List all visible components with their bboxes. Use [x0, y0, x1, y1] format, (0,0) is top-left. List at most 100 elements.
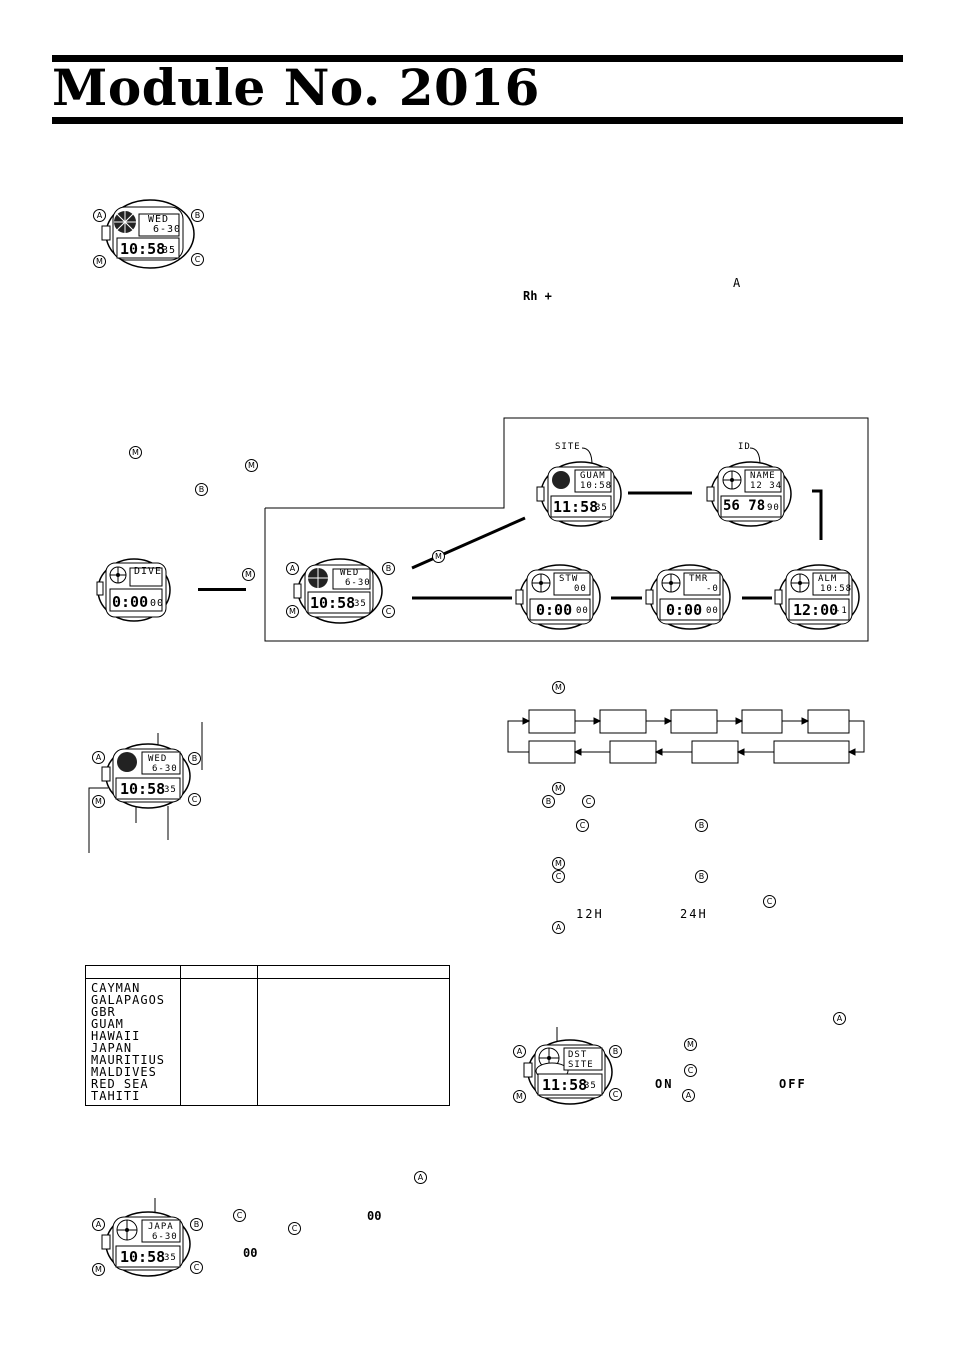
stopwatch-mode-watch: STW 00 0:00 00: [514, 563, 602, 633]
button-c-marker: C: [763, 895, 776, 908]
button-c-marker: C: [233, 1209, 246, 1222]
labeled-date: 6-30: [152, 764, 178, 774]
site-name: GUAM: [580, 471, 606, 481]
timer-mode-watch: TMR -0 0:00 00: [644, 563, 732, 633]
id-time: 56 78: [723, 498, 766, 514]
tmr-time: 0:00: [666, 601, 703, 619]
alm-seconds: -1: [835, 606, 848, 616]
button-c-badge: C: [382, 605, 395, 618]
main-watch-seconds: 35: [162, 245, 177, 256]
site-table-header: [180, 965, 258, 979]
main-watch-illustration: WED 6-30 10:58 35: [95, 196, 210, 271]
button-c-marker: C: [576, 819, 589, 832]
button-b-marker: B: [695, 870, 708, 883]
button-c-marker: C: [582, 795, 595, 808]
site-name-cell: TAHITI: [85, 1090, 181, 1106]
center-day: WED: [340, 568, 360, 578]
table-row: HAWAII: [85, 1030, 450, 1042]
button-a-badge: A: [93, 209, 106, 222]
site-table: CAYMAN GALAPAGOS GBR GUAM HAWAII JAPAN M…: [85, 965, 450, 1106]
watch-case-icon: [96, 558, 171, 622]
button-c-badge: C: [609, 1088, 622, 1101]
tmr-seconds: 00: [706, 606, 719, 616]
japa-date: 6-30: [152, 1232, 178, 1242]
id-callout: ID: [738, 442, 751, 452]
watch-case-icon: [536, 461, 622, 527]
table-row: GBR: [85, 1006, 450, 1018]
watch-case-icon: [293, 558, 383, 624]
watch-case-icon: [645, 564, 731, 630]
site-time-top: 10:58: [580, 481, 613, 491]
watch-case-icon: [515, 564, 601, 630]
dst-time: 11:58: [542, 1076, 588, 1094]
tmr-label: TMR: [689, 574, 709, 584]
button-m-marker: M: [552, 681, 565, 694]
alm-time: 12:00: [793, 601, 839, 619]
button-m-marker: M: [552, 782, 565, 795]
dive-seconds: 00: [150, 598, 165, 609]
site-table-header-row: [85, 965, 450, 979]
button-m-marker: M: [129, 446, 142, 459]
button-m-badge: M: [92, 795, 105, 808]
button-m-marker: M: [242, 568, 255, 581]
main-watch-time: 10:58: [120, 240, 166, 258]
button-c-marker: C: [684, 1064, 697, 1077]
site-callout-arrow: [581, 447, 593, 466]
japa-time: 10:58: [120, 1248, 166, 1266]
labeled-day: WED: [148, 754, 168, 764]
zero-glyph: 00: [367, 1209, 382, 1223]
site-table-header: [85, 965, 181, 979]
table-row: GALAPAGOS: [85, 994, 450, 1006]
labeled-watch-illustration: WED 6-30 10:58 35: [98, 742, 198, 812]
button-b-marker: B: [695, 819, 708, 832]
setting-flow-diagram: [507, 709, 865, 764]
button-a-badge: A: [513, 1045, 526, 1058]
button-a-marker: A: [552, 921, 565, 934]
dst-seconds: 35: [584, 1081, 597, 1091]
watch-case-icon: [706, 461, 792, 527]
labeled-seconds: 35: [164, 785, 177, 795]
table-row: CAYMAN: [85, 978, 450, 994]
id-seconds: 90: [767, 503, 780, 513]
id-name: NAME: [750, 471, 776, 481]
button-b-badge: B: [188, 752, 201, 765]
watch-case-icon: [101, 1211, 191, 1277]
button-m-badge: M: [92, 1263, 105, 1276]
alarm-mode-watch: ALM 10:58 12:00 -1: [773, 563, 861, 633]
site-name-cell: HAWAII: [85, 1030, 181, 1042]
id-number: 12 34: [750, 481, 783, 491]
button-m-marker: M: [245, 459, 258, 472]
site-time: 11:58: [553, 498, 599, 516]
button-b-badge: B: [382, 562, 395, 575]
watch-case-icon: [523, 1039, 613, 1105]
zero-glyph: 00: [243, 1246, 258, 1260]
button-b-badge: B: [190, 1218, 203, 1231]
button-a-badge: A: [92, 1218, 105, 1231]
button-m-badge: M: [93, 255, 106, 268]
button-m-badge: M: [513, 1090, 526, 1103]
site-name-cell: CAYMAN: [85, 978, 181, 994]
main-watch-day: WED: [148, 214, 170, 225]
dst-off-option: OFF: [779, 1077, 807, 1091]
button-m-marker: M: [432, 550, 445, 563]
site-table-header: [257, 965, 450, 979]
site-name-cell: GUAM: [85, 1018, 181, 1030]
button-a-marker: A: [414, 1171, 427, 1184]
button-a-marker: A: [833, 1012, 846, 1025]
button-c-badge: C: [188, 793, 201, 806]
dive-link-line: [198, 588, 246, 591]
site-seconds: 35: [595, 503, 608, 513]
dst-sub: SITE: [568, 1060, 594, 1070]
center-seconds: 35: [354, 599, 367, 609]
mode-diagram-frame: [264, 417, 869, 642]
stw-time: 0:00: [536, 601, 573, 619]
page-title: Module No. 2016: [52, 58, 540, 117]
button-c-marker: C: [552, 870, 565, 883]
alm-label: ALM: [818, 574, 838, 584]
main-watch-date: 6-30: [153, 224, 182, 235]
alm-top: 10:58: [820, 584, 853, 594]
table-row: JAPAN: [85, 1042, 450, 1054]
button-c-badge: C: [190, 1261, 203, 1274]
world-time-mode-watch: GUAM 10:58 11:58 35: [535, 460, 623, 530]
watch-case-icon: [101, 199, 195, 269]
